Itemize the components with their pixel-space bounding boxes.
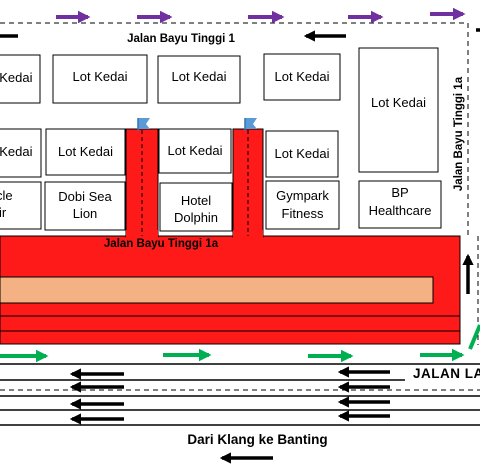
- direction-label: Dari Klang ke Banting: [187, 432, 328, 447]
- shop-label-line2: Lion: [72, 206, 98, 221]
- shop-label-line1: BP: [391, 185, 409, 200]
- lot-r2c4: [265, 130, 339, 178]
- road-label-right: Jalan Bayu Tinggi 1a: [453, 76, 465, 192]
- lot-label: Lot Kedai: [274, 69, 330, 84]
- lot-label: Lot Kedai: [58, 144, 113, 159]
- shop-label-line1: Gympark: [276, 188, 329, 203]
- lot-label: Lot Kedai: [72, 69, 128, 84]
- lot-r1c4: [263, 53, 341, 101]
- lane-lines: [0, 315, 460, 332]
- lot-r1c2: [52, 54, 148, 104]
- green-arrows: [0, 348, 465, 363]
- shop-label-line1: Hotel: [180, 193, 212, 208]
- block-boundary: [0, 22, 469, 236]
- shop-label-line2: Healthcare: [368, 203, 432, 218]
- arrow-diagonal: [468, 324, 480, 350]
- lot-r2c3: [158, 128, 232, 174]
- shop-label-line2: ir: [0, 205, 7, 220]
- shop-3: [159, 182, 233, 232]
- lot-label: Lot Kedai: [274, 146, 330, 161]
- road-median: [0, 276, 434, 304]
- shop-5: [358, 180, 442, 229]
- lot-label: Lot Kedai: [371, 95, 426, 110]
- flag-icon: [137, 118, 150, 131]
- connector-centerlines: [141, 130, 249, 236]
- road-label-middle: Jalan Bayu Tinggi 1a: [103, 238, 219, 250]
- main-road-lines: [0, 363, 480, 426]
- lot-r1c5: [358, 47, 439, 173]
- shop-2: [44, 181, 126, 231]
- lot-label: Lot Kedai: [167, 143, 223, 158]
- west-arrows-lower: [69, 366, 390, 464]
- lot-label: Lot Kedai: [0, 70, 33, 85]
- lot-label: Lot Kedai: [0, 144, 33, 159]
- lot-boxes: [0, 47, 442, 232]
- road-label-main: JALAN LA: [413, 366, 480, 381]
- flag-icon: [244, 118, 257, 131]
- shop-label-line2: Dolphin: [173, 210, 219, 225]
- shop-label-line1: cle: [0, 188, 13, 203]
- lot-r1c1: [0, 54, 41, 104]
- shop-label-line2: Fitness: [281, 206, 324, 221]
- lot-label: Lot Kedai: [171, 69, 227, 84]
- top-road-arrows: [56, 7, 466, 24]
- shop-label-line1: Dobi Sea: [58, 189, 112, 204]
- road-label-top: Jalan Bayu Tinggi 1: [127, 33, 235, 45]
- lot-r2c1: [0, 128, 42, 178]
- shop-1: [0, 181, 42, 230]
- shop-4: [265, 180, 340, 230]
- lot-r1c3: [157, 55, 241, 104]
- lot-r2c2: [45, 128, 126, 176]
